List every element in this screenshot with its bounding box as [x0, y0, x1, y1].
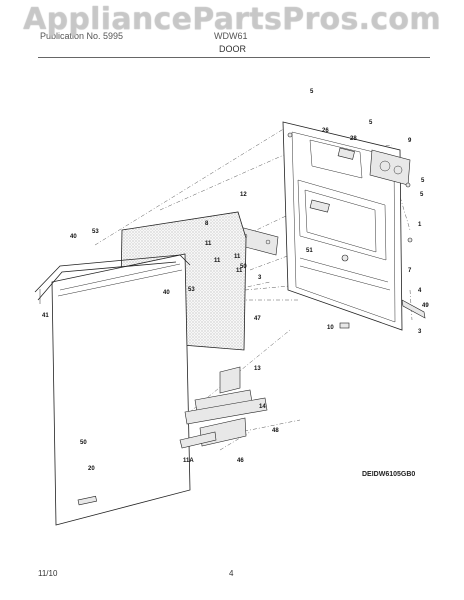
callout-label: 46	[237, 458, 244, 464]
callout-label: 3	[258, 275, 262, 281]
callout-label: 50	[240, 264, 247, 270]
footer-date: 11/10	[38, 569, 58, 578]
callout-label: 10	[327, 325, 334, 331]
page-number: 4	[229, 569, 234, 578]
callout-labels: 5 26 5 28 9 5 12 5 1 8 51 11 11 50 11 11…	[42, 89, 429, 472]
lower-components	[179, 366, 268, 449]
publication-label: Publication No. 5995	[40, 31, 124, 41]
callout-label: 12	[240, 192, 247, 198]
diagram-code: DEIDW6105GB0	[362, 471, 416, 478]
callout-label: 5	[420, 192, 424, 198]
header-divider	[38, 57, 430, 58]
callout-label: 53	[188, 287, 195, 293]
callout-label: 8	[205, 221, 209, 227]
callout-label: 20	[88, 466, 95, 472]
callout-label: 5	[421, 178, 425, 184]
callout-label: 13	[254, 366, 261, 372]
callout-label: 49	[422, 303, 429, 309]
callout-label: 14	[259, 404, 266, 410]
callout-label: 11	[214, 258, 221, 264]
callout-label: 1	[418, 222, 422, 228]
callout-label: 3	[418, 329, 422, 335]
callout-label: 40	[70, 234, 77, 240]
callout-label: 7	[408, 268, 412, 274]
outer-door-panel	[34, 253, 191, 526]
callout-label: 51	[306, 248, 313, 254]
callout-label: 9	[408, 138, 412, 144]
callout-label: 5	[310, 89, 314, 95]
model-label: WDW61	[214, 31, 248, 41]
callout-label: 40	[163, 290, 170, 296]
callout-label: 26	[322, 128, 329, 134]
callout-label: 47	[254, 316, 261, 322]
callout-label: 5	[369, 120, 373, 126]
callout-label: 28	[350, 136, 357, 142]
callout-label: 11	[236, 268, 243, 274]
callout-label: 11	[234, 254, 241, 260]
callout-label: 41	[42, 313, 49, 319]
callout-label: 50	[80, 440, 87, 446]
callout-label: 48	[272, 428, 279, 434]
callout-label: 53	[92, 229, 99, 235]
callout-label: 11A	[183, 458, 194, 464]
callout-label: 4	[418, 288, 422, 294]
section-title: DOOR	[219, 44, 246, 54]
callout-label: 11	[205, 241, 212, 247]
side-trim	[287, 132, 426, 329]
